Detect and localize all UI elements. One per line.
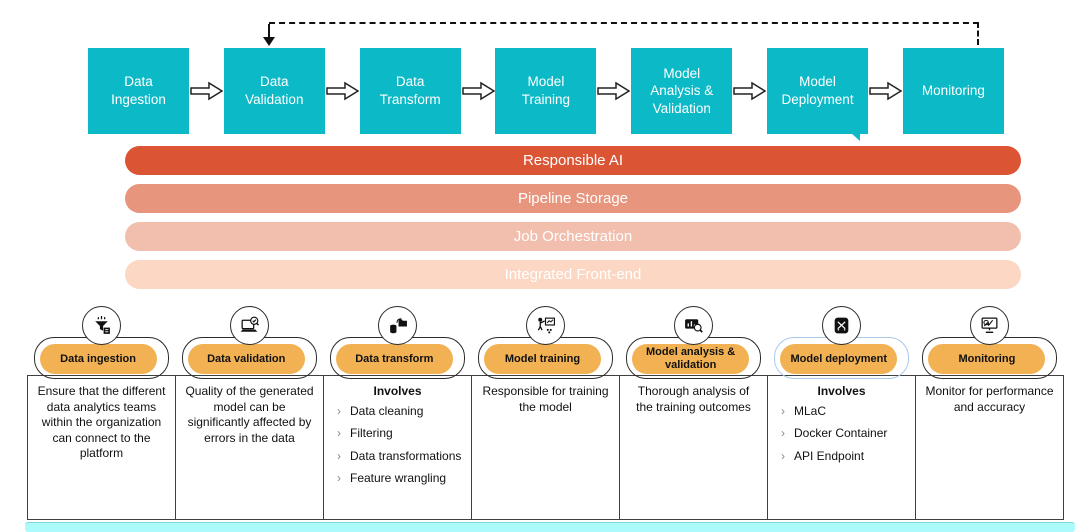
pill-label: Data validation [187,344,305,374]
bullet-icon: › [337,448,341,463]
cell-heading: Involves [817,384,866,398]
feedback-arrow-vertical-left [268,24,270,38]
list-item-label: API Endpoint [794,448,865,463]
pill-label: Model training [483,344,601,374]
layer-job-orchestration: Job Orchestration [125,222,1021,251]
pill-outline: Data validation [181,337,317,379]
list-item-label: Feature wrangling [350,471,447,486]
feedback-arrowhead-icon [263,37,275,46]
list-item: › API Endpoint [781,449,906,465]
cell-data-ingestion: Ensure that the different data analytics… [28,376,176,519]
bullet-icon: › [337,403,341,418]
pill-label: Model deployment [780,344,898,374]
pill-label: Data transform [335,344,453,374]
flow-arrow-icon [869,80,902,102]
cell-description: Ensure that the different data analytics… [37,384,166,461]
list-item: › Docker Container [781,426,906,442]
cell-data-transform: Involves › Data cleaning › Filtering › Data… [324,376,472,519]
cell-heading: Involves [373,384,422,398]
list-item-label: Docker Container [794,426,888,441]
bullet-icon: › [337,426,341,441]
column-header-row: Data ingestion Data validation [27,306,1064,379]
list-item: › Data transformations [337,449,462,465]
list-item-label: Data cleaning [350,403,424,418]
chart-magnifier-icon [674,306,714,345]
bullet-icon: › [337,471,341,486]
list-item-label: MLaC [794,403,827,418]
cell-model-analysis-validation: Thorough analysis of the training outcom… [620,376,768,519]
header-monitoring: Monitoring [916,306,1064,379]
feedback-arrow-horizontal [269,22,979,24]
deployment-icon [822,306,862,345]
stage-model-deployment: Model Deployment [767,48,869,134]
laptop-check-icon [229,306,269,345]
cell-monitoring: Monitor for performance and accuracy [916,376,1063,519]
involves-list: › MLaC › Docker Container › API Endpoint [777,404,906,465]
flow-arrow-icon [461,80,495,102]
pill-label: Monitoring [928,344,1046,374]
list-item: › Filtering [337,426,462,442]
bullet-icon: › [781,448,785,463]
flow-arrow-icon [190,80,223,102]
stage-data-transform: Data Transform [359,48,461,134]
list-item-label: Data transformations [350,448,462,463]
header-model-training: Model training [471,306,619,379]
header-data-validation: Data validation [175,306,323,379]
pill-outline: Model analysis & validation [626,337,762,379]
pill-label: Data ingestion [39,344,157,374]
bullet-icon: › [781,426,785,441]
header-model-deployment: Model deployment [768,306,916,379]
cell-description: Thorough analysis of the training outcom… [636,384,751,414]
list-item: › MLaC [781,404,906,420]
pipeline-stage-row: Data Ingestion Data Validation Data Tran… [88,48,1004,134]
data-transform-icon [377,306,417,345]
monitor-chart-icon [970,306,1010,345]
involves-list: › Data cleaning › Filtering › Data transfor… [333,404,462,487]
layer-pipeline-storage: Pipeline Storage [125,184,1021,213]
description-table: Ensure that the different data analytics… [27,375,1064,520]
pill-label: Model analysis & validation [632,344,750,374]
cell-description: Quality of the generated model can be si… [185,384,314,445]
flow-arrow-icon [733,80,767,102]
flow-arrow-icon [597,80,631,102]
deployment-box-tail [851,133,860,141]
header-data-ingestion: Data ingestion [27,306,175,379]
list-item-label: Filtering [350,426,393,441]
pill-outline: Model training [477,337,613,379]
stage-data-validation: Data Validation [223,48,325,134]
layer-integrated-front-end: Integrated Front-end [125,260,1021,289]
list-item: › Data cleaning [337,404,462,420]
pill-outline: Model deployment [774,337,910,379]
platform-layers: Responsible AI Pipeline Storage Job Orch… [125,146,1021,298]
layer-responsible-ai: Responsible AI [125,146,1021,175]
cell-model-training: Responsible for training the model [472,376,620,519]
pill-outline: Data ingestion [33,337,169,379]
stage-model-training: Model Training [495,48,597,134]
bottom-accent-strip [25,522,1075,532]
bullet-icon: › [781,403,785,418]
cell-description: Monitor for performance and accuracy [925,384,1054,414]
header-data-transform: Data transform [323,306,471,379]
feedback-arrow-vertical-right [977,22,979,45]
stage-model-analysis-validation: Model Analysis & Validation [631,48,733,134]
cell-description: Responsible for training the model [482,384,609,414]
stage-data-ingestion: Data Ingestion [88,48,189,134]
cell-data-validation: Quality of the generated model can be si… [176,376,324,519]
header-model-analysis-validation: Model analysis & validation [620,306,768,379]
flow-arrow-icon [325,80,359,102]
trainer-icon [525,306,565,345]
cell-model-deployment: Involves › MLaC › Docker Container › API En… [768,376,916,519]
stage-monitoring: Monitoring [902,48,1004,134]
list-item: › Feature wrangling [337,471,462,487]
funnel-icon [81,306,121,345]
